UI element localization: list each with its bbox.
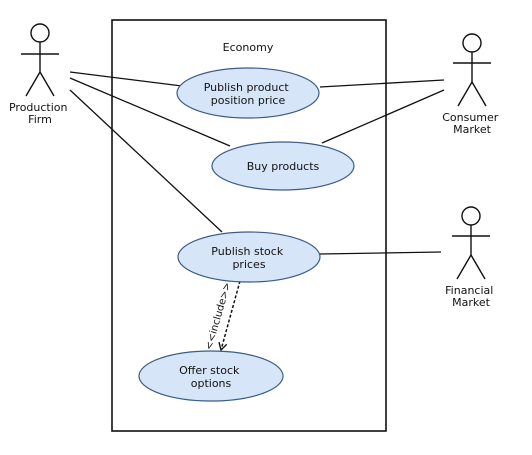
use-case-label-line: position price [211, 94, 286, 107]
svg-text:Publish stock prices: Publish stock prices [211, 245, 286, 271]
use-case-buy-products[interactable]: Buy products [211, 141, 355, 191]
actor-label-line: Market [453, 123, 491, 136]
actor-financial-market[interactable]: Financial Market [445, 206, 497, 309]
actor-consumer-market[interactable]: Consumer Market [442, 33, 502, 136]
use-case-offer-stock-options[interactable]: Offer stock options [138, 350, 284, 402]
assoc-production-buy-products[interactable] [69, 77, 231, 147]
stick-figure-icon [453, 33, 491, 107]
svg-text:Consumer Market: Consumer Market [442, 111, 502, 136]
stick-figure-icon [21, 23, 59, 97]
use-case-label-line: options [191, 377, 232, 390]
actor-label-line: Production [9, 101, 68, 114]
include-arrow[interactable] [218, 280, 241, 352]
actor-production-firm[interactable]: Production Firm [9, 23, 71, 126]
actor-label-line: Financial [445, 284, 493, 297]
assoc-consumer-publish-product[interactable] [319, 79, 445, 88]
use-case-label-line: prices [232, 258, 265, 271]
assoc-production-publish-product[interactable] [69, 71, 183, 87]
use-case-publish-stock-prices[interactable]: Publish stock prices [177, 231, 321, 283]
actor-label-line: Consumer [442, 111, 499, 124]
svg-text:Buy products: Buy products [247, 160, 320, 173]
actor-label-line: Market [452, 296, 490, 309]
assoc-consumer-buy-products[interactable] [321, 89, 445, 144]
svg-text:Publish product position: Publish product position price [204, 81, 293, 107]
use-case-label-line: Buy products [247, 160, 320, 173]
use-case-label-line: Offer stock [179, 364, 240, 377]
assoc-financial-publish-stock[interactable] [319, 251, 442, 255]
stick-figure-icon [452, 206, 490, 280]
assoc-production-publish-stock[interactable] [69, 89, 223, 233]
use-case-publish-product-position-price[interactable]: Publish product position price [176, 67, 320, 119]
use-case-label-line: Publish product [204, 81, 290, 94]
system-name: Economy [223, 41, 274, 54]
svg-text:Production Firm: Production Firm [9, 101, 71, 126]
svg-text:Offer stock options: Offer stock options [179, 364, 243, 390]
actor-label-line: Firm [28, 113, 52, 126]
use-case-label-line: Publish stock [211, 245, 284, 258]
svg-text:Financial Market: Financial Market [445, 284, 497, 309]
